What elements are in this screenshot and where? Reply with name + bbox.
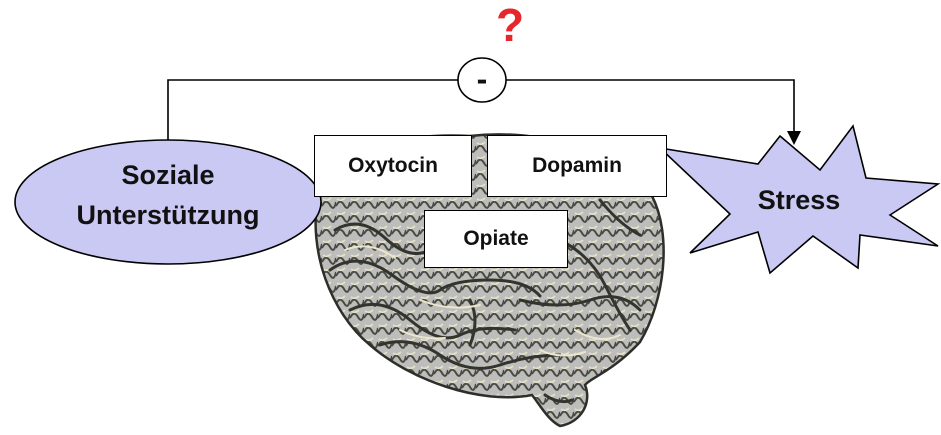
inhibition-sign: - — [462, 59, 502, 99]
oxytocin-box: Oxytocin — [314, 135, 472, 197]
opiate-box: Opiate — [424, 210, 568, 268]
dopamin-box: Dopamin — [487, 135, 667, 197]
support-label-line1: Soziale — [40, 160, 296, 191]
support-label-line2: Unterstützung — [40, 200, 296, 231]
question-mark: ? — [490, 0, 530, 52]
stress-label: Stress — [734, 185, 864, 216]
